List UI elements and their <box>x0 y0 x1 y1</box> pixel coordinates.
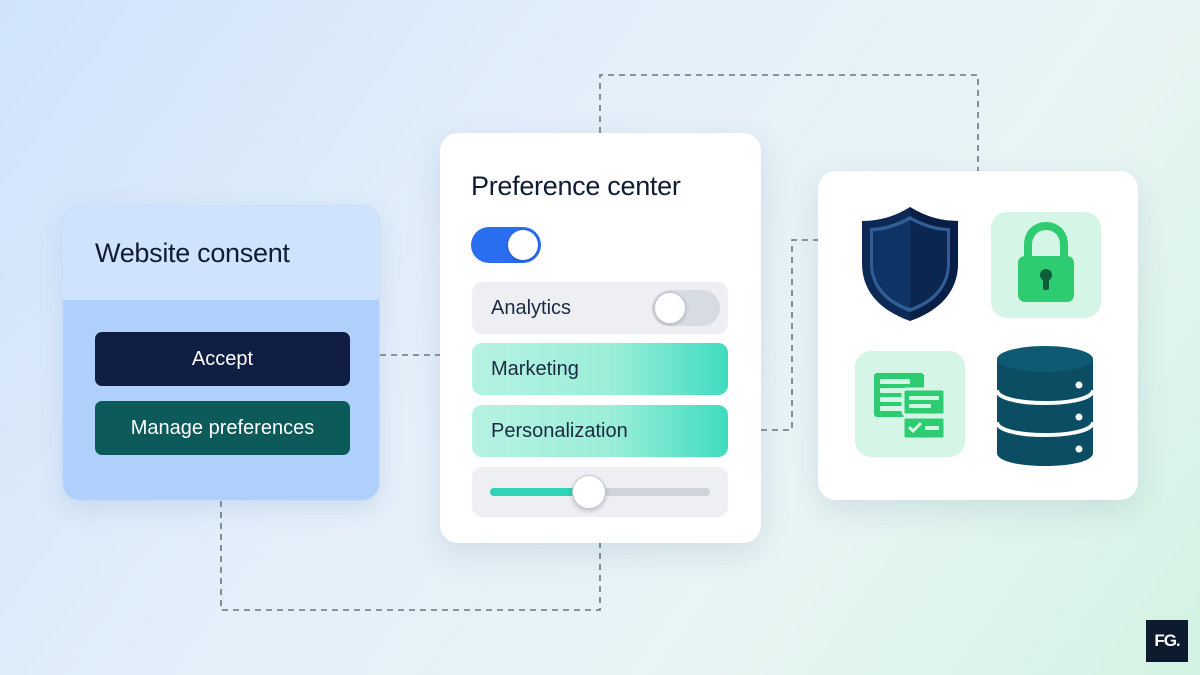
website-consent-card: Website consent Accept Manage preference… <box>62 205 380 501</box>
document-check-icon <box>855 351 965 457</box>
accept-button[interactable]: Accept <box>95 332 350 386</box>
master-toggle-knob <box>508 230 538 260</box>
shield-icon <box>860 205 960 323</box>
slider-thumb[interactable] <box>572 475 606 509</box>
connector-pref-to-security <box>761 239 818 431</box>
slider-fill <box>490 488 589 496</box>
connector-consent-bottom-loop <box>220 501 601 611</box>
manage-preferences-button[interactable]: Manage preferences <box>95 401 350 455</box>
connector-pref-top-loop <box>599 74 979 171</box>
marketing-row[interactable]: Marketing <box>472 343 728 395</box>
lock-icon <box>991 212 1101 318</box>
security-icons-card <box>818 171 1138 500</box>
master-toggle[interactable] <box>471 227 541 263</box>
analytics-label: Analytics <box>491 296 572 319</box>
personalization-row[interactable]: Personalization <box>472 405 728 457</box>
marketing-label: Marketing <box>491 357 579 380</box>
brand-logo: FG. <box>1146 620 1188 662</box>
consent-card-header: Website consent <box>63 206 379 300</box>
analytics-toggle[interactable] <box>652 290 720 326</box>
preference-center-title: Preference center <box>471 171 681 201</box>
brand-logo-text: FG. <box>1154 631 1180 650</box>
consent-card-title: Website consent <box>95 237 290 268</box>
slider-track[interactable] <box>490 475 710 509</box>
analytics-row[interactable]: Analytics <box>472 282 728 334</box>
preference-center-card: Preference center Analytics Marketing Pe… <box>440 133 761 543</box>
preference-slider-row <box>472 467 728 517</box>
personalization-label: Personalization <box>491 419 628 442</box>
analytics-toggle-knob <box>654 292 686 324</box>
database-icon <box>994 345 1096 467</box>
